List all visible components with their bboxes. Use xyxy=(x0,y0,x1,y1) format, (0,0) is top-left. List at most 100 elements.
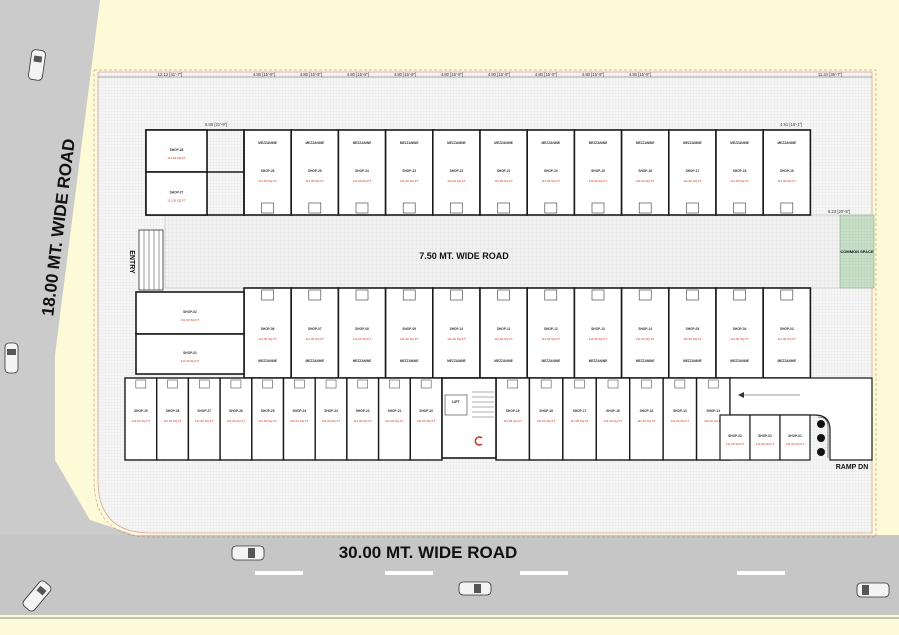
shop-area: 111.00 SQ.FT xyxy=(726,442,745,446)
dimension-label: 4.80 [15'-9"] xyxy=(300,72,322,77)
shop-mezzanine: MEZZANINE xyxy=(636,141,655,145)
shop-mezzanine: MEZZANINE xyxy=(306,141,325,145)
shop-area: 111.00 SQ.FT xyxy=(683,179,702,183)
shop-label: SHOP-29 xyxy=(134,409,148,413)
shop-unit: MEZZANINE SHOP-25 111.00 SQ.FT xyxy=(290,129,340,216)
shop-area: 111.00 SQ.FT xyxy=(306,337,325,341)
shop-mezzanine: MEZZANINE xyxy=(400,141,419,145)
shop-area: 111.00 SQ.FT xyxy=(570,419,589,423)
shop-label: SHOP-27 xyxy=(197,409,211,413)
shop-area: 111.00 SQ.FT xyxy=(167,199,186,203)
shop-mezzanine: MEZZANINE xyxy=(683,359,702,363)
shop-label: SHOP-02 xyxy=(758,434,772,438)
shop-area: 111.00 SQ.FT xyxy=(730,179,749,183)
shop-area: 111.00 SQ.FT xyxy=(786,442,805,446)
shop-label: SHOP-26 xyxy=(261,169,275,173)
shop-mezzanine: MEZZANINE xyxy=(683,141,702,145)
shop-area: 111.00 SQ.FT xyxy=(181,359,200,363)
shop-area: 111.00 SQ.FT xyxy=(447,179,466,183)
shop-area: 111.00 SQ.FT xyxy=(195,419,214,423)
shop-label: SHOP-05 xyxy=(686,327,700,331)
shop-area: 111.00 SQ.FT xyxy=(353,337,372,341)
shop-label: SHOP-19 xyxy=(506,409,520,413)
shop-area: 111.00 SQ.FT xyxy=(400,337,419,341)
shop-unit: SHOP-16 111.00 SQ.FT xyxy=(595,377,631,461)
dimension-label: 4.80 [15'-9"] xyxy=(582,72,604,77)
internal-road xyxy=(164,214,842,289)
shop-unit: SHOP-14 111.00 SQ.FT xyxy=(662,377,698,461)
shop-mezzanine: MEZZANINE xyxy=(258,141,277,145)
shop-label: SHOP-15 xyxy=(780,169,794,173)
shop-label: SHOP-18 xyxy=(539,409,553,413)
shop-label: SHOP-13 xyxy=(591,327,605,331)
shop-area: 111.00 SQ.FT xyxy=(181,318,200,322)
shop-label: SHOP-18 xyxy=(638,169,652,173)
shop-label: SHOP-03 xyxy=(780,327,794,331)
common-space-label: COMMON SPACE xyxy=(840,249,874,254)
shop-area: 111.00 SQ.FT xyxy=(447,337,466,341)
shop-label: SHOP-07 xyxy=(308,327,322,331)
shop-area: 111.00 SQ.FT xyxy=(504,419,523,423)
shop-area: 111.00 SQ.FT xyxy=(353,179,372,183)
shop-area: 111.00 SQ.FT xyxy=(604,419,623,423)
shop-area: 111.00 SQ.FT xyxy=(589,337,608,341)
top-dimensions: 12.12 [41'-7"]4.80 [15'-9"]4.80 [15'-9"]… xyxy=(98,72,872,78)
shop-unit: SHOP-27 111.00 SQ.FT xyxy=(187,377,221,461)
shop-mezzanine: MEZZANINE xyxy=(494,359,513,363)
road-side-dim: 6.23 [20'-5"] xyxy=(828,209,850,214)
shop-mezzanine: MEZZANINE xyxy=(494,141,513,145)
dimension-label: 4.80 [15'-9"] xyxy=(394,72,416,77)
shop-area: 111.00 SQ.FT xyxy=(306,179,325,183)
car-icon xyxy=(22,580,52,612)
shop-label: SHOP-04 xyxy=(733,327,747,331)
shop-mezzanine: MEZZANINE xyxy=(778,141,797,145)
shop-label: SHOP-25 xyxy=(308,169,322,173)
shop-area: 111.00 SQ.FT xyxy=(258,419,277,423)
shop-area: 111.00 SQ.FT xyxy=(637,419,656,423)
shop-area: 111.00 SQ.FT xyxy=(494,337,513,341)
dimension-label: 4.80 [15'-9"] xyxy=(488,72,510,77)
shop-label: SHOP-26 xyxy=(229,409,243,413)
shop-label: SHOP-22 xyxy=(356,409,370,413)
lift-label: LIFT xyxy=(452,400,460,404)
shop-area: 111.00 SQ.FT xyxy=(400,179,419,183)
shop-label: SHOP-21 xyxy=(497,169,511,173)
shop-area: 111.00 SQ.FT xyxy=(730,337,749,341)
shop-label: SHOP-14 xyxy=(673,409,687,413)
shop-label: SHOP-08 xyxy=(355,327,369,331)
tree-icon xyxy=(817,420,825,456)
shop-area: 111.00 SQ.FT xyxy=(778,179,797,183)
car-icon xyxy=(231,545,265,561)
setback-left-dim: 6.65 [21'-9"] xyxy=(205,122,227,127)
shop-area: 111.00 SQ.FT xyxy=(671,419,690,423)
shop-label: SHOP-20 xyxy=(544,169,558,173)
shop-label: SHOP-16 xyxy=(606,409,620,413)
